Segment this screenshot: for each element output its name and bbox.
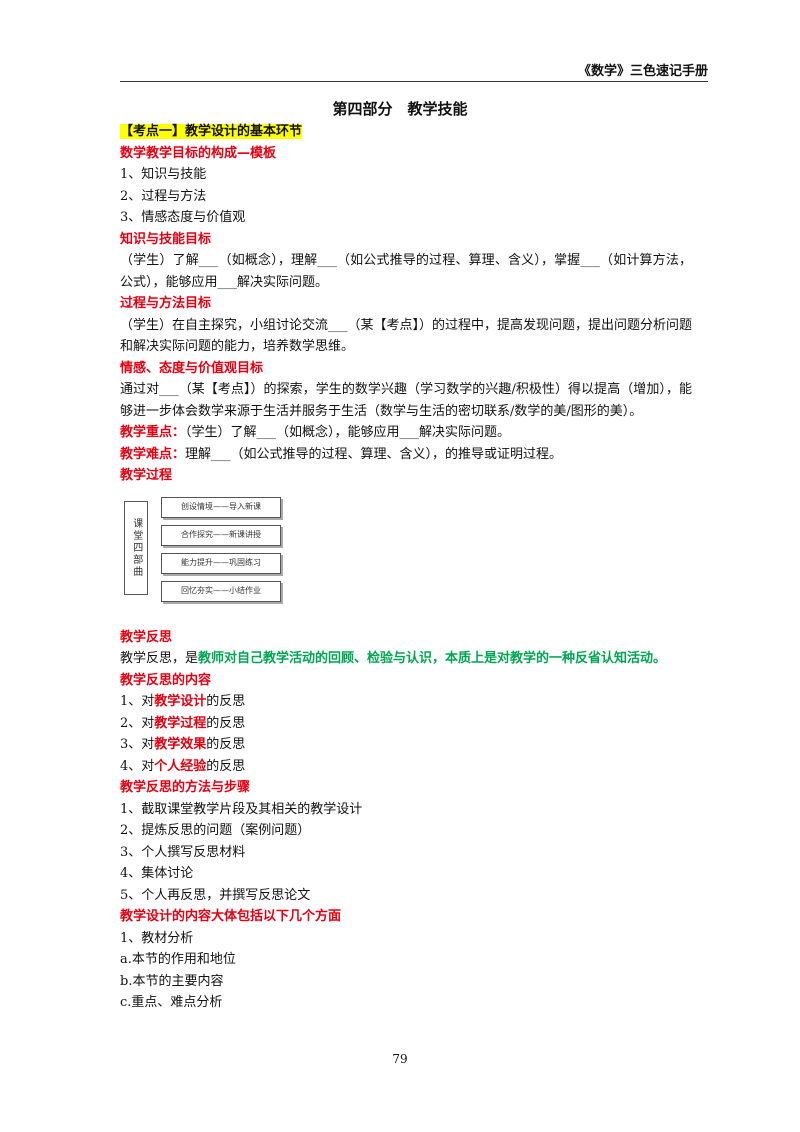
process-goal-text: （学生）在自主探究，小组讨论交流___（某【考点】）的过程中，提高发现问题，提出…: [120, 317, 693, 355]
goal-item: 3、情感态度与价值观: [120, 210, 246, 225]
design-content-heading: 教学设计的内容大体包括以下几个方面: [120, 909, 342, 924]
reflection-prefix: 教学反思，是: [120, 651, 199, 666]
reflection-method-heading: 教学反思的方法与步骤: [120, 780, 251, 795]
reflection-method-item: 4、集体讨论: [120, 866, 194, 881]
item-suffix: 的反思: [206, 758, 246, 774]
document-body: 【考点一】教学设计的基本环节 数学教学目标的构成—模板 1、知识与技能 2、过程…: [120, 121, 692, 1014]
reflection-content-item: 3、对教学效果的反思: [120, 734, 692, 756]
lesson-structure-diagram: 课堂四部曲 创设情境——导入新课 合作探究——新课讲授 能力提升——巩固练习 回…: [124, 496, 304, 615]
reflection-content-item: 4、对个人经验的反思: [120, 756, 692, 778]
diagram-left-label: 课堂四部曲: [124, 500, 148, 595]
teaching-process-heading: 教学过程: [120, 468, 173, 483]
item-suffix: 的反思: [206, 737, 246, 752]
header-divider: [120, 81, 708, 82]
diagram-box: 回忆夯实——小结作业: [161, 580, 281, 602]
item-number: 3、对: [120, 737, 155, 752]
reflection-heading: 教学反思: [120, 629, 173, 645]
item-number: 2、对: [120, 715, 155, 731]
diagram-box: 创设情境——导入新课: [161, 496, 281, 518]
page-number: 79: [392, 1052, 408, 1066]
design-content-item: c.重点、难点分析: [120, 995, 223, 1010]
emotion-text: 通过对___（某【考点】）的探索，学生的数学兴趣（学习数学的兴趣/积极性）得以提…: [120, 382, 692, 419]
knowledge-text: （学生）了解___（如概念），理解___（如公式推导的过程、算理、含义），掌握_…: [120, 253, 692, 290]
key-point-label: 教学重点：: [120, 425, 186, 440]
reflection-content-item: 1、对教学设计的反思: [120, 691, 692, 713]
difficult-point: 教学难点：理解___（如公式推导的过程、算理、含义），的推导或证明过程。: [120, 444, 692, 466]
diagram-box: 能力提升——巩固练习: [161, 552, 281, 574]
goal-item: 2、过程与方法: [120, 188, 207, 204]
key-point: 教学重点：（学生）了解___（如概念），能够应用___解决实际问题。: [120, 422, 692, 444]
item-number: 4、对: [120, 758, 155, 774]
item-key: 教学设计: [154, 694, 207, 709]
reflection-content-heading: 教学反思的内容: [120, 672, 212, 688]
reflection-content-item: 2、对教学过程的反思: [120, 713, 692, 735]
item-number: 1、对: [120, 694, 155, 709]
process-goal-heading: 过程与方法目标: [120, 296, 212, 311]
reflection-definition-text: 教师对自己教学活动的回顾、检验与认识，本质上是对教学的一种反省认知活动。: [198, 651, 667, 666]
reflection-method-item: 2、提炼反思的问题（案例问题）: [120, 823, 311, 838]
goal-heading: 数学教学目标的构成—模板: [120, 145, 277, 161]
section-label: 【考点一】教学设计的基本环节: [120, 124, 303, 139]
difficult-point-label: 教学难点：: [120, 446, 186, 462]
section-label-line: 【考点一】教学设计的基本环节: [120, 121, 692, 143]
header-title: 《数学》三色速记手册: [577, 64, 708, 79]
item-suffix: 的反思: [206, 715, 246, 731]
difficult-point-text: 理解___（如公式推导的过程、算理、含义），的推导或证明过程。: [185, 446, 563, 462]
design-content-item: b.本节的主要内容: [120, 973, 224, 989]
reflection-method-item: 3、个人撰写反思材料: [120, 844, 246, 860]
key-point-text: （学生）了解___（如概念），能够应用___解决实际问题。: [185, 425, 511, 440]
page-title: 第四部分 教学技能: [332, 100, 468, 118]
knowledge-heading: 知识与技能目标: [120, 231, 212, 247]
item-key: 教学效果: [154, 737, 207, 752]
design-content-item: 1、教材分析: [120, 930, 194, 946]
reflection-method-item: 5、个人再反思，并撰写反思论文: [120, 887, 311, 903]
item-key: 个人经验: [154, 758, 207, 774]
reflection-method-item: 1、截取课堂教学片段及其相关的教学设计: [120, 801, 363, 817]
emotion-heading: 情感、态度与价值观目标: [120, 360, 264, 376]
design-content-item: a.本节的作用和地位: [120, 952, 236, 967]
item-suffix: 的反思: [206, 694, 246, 709]
item-key: 教学过程: [154, 715, 207, 731]
reflection-definition: 教学反思，是教师对自己教学活动的回顾、检验与认识，本质上是对教学的一种反省认知活…: [120, 648, 692, 670]
diagram-box: 合作探究——新课讲授: [161, 524, 281, 546]
goal-item: 1、知识与技能: [120, 167, 207, 182]
